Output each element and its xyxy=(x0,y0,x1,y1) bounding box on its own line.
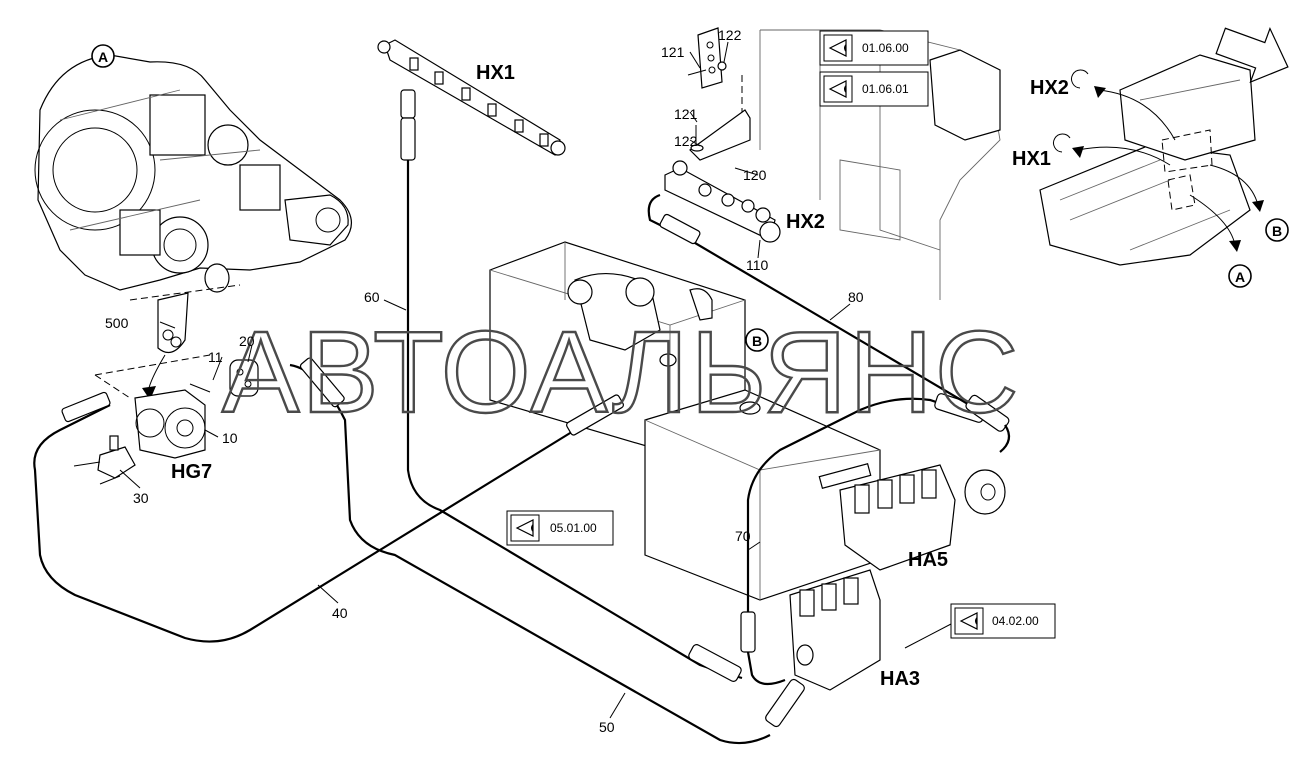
part-label-500: 500 xyxy=(105,315,129,331)
reference-box-01-06-00[interactable]: 01.06.00 xyxy=(819,30,929,66)
hose-60 xyxy=(400,89,743,682)
label-hg7: HG7 xyxy=(171,461,212,483)
part-label-121-mid: 121 xyxy=(674,106,698,122)
overview-label-hx2: HX2 xyxy=(1030,77,1069,99)
part-label-50: 50 xyxy=(599,719,615,735)
leader-lines xyxy=(119,41,952,719)
part-label-110: 110 xyxy=(746,257,769,273)
callout-a-overview: A xyxy=(1228,264,1252,288)
overview-label-hx1: HX1 xyxy=(1012,148,1051,170)
hose-50 xyxy=(289,357,805,745)
label-hx1: HX1 xyxy=(476,62,515,84)
bracket-120 xyxy=(689,75,751,161)
svg-text:01.06.01: 01.06.01 xyxy=(862,82,909,96)
part-label-30: 30 xyxy=(133,490,149,506)
part-label-122-mid: 122 xyxy=(674,133,698,149)
callout-a-top: A xyxy=(91,44,115,68)
gasket-500 xyxy=(157,292,189,354)
reference-box-04-02-00[interactable]: 04.02.00 xyxy=(950,603,1056,639)
part-label-80: 80 xyxy=(848,289,864,305)
svg-text:B: B xyxy=(752,333,762,349)
pump-hg7 xyxy=(134,359,259,459)
hose-40 xyxy=(33,391,624,643)
label-ha5: HA5 xyxy=(908,549,948,571)
bolt-11 xyxy=(189,383,211,393)
manifold-hx1 xyxy=(377,39,566,156)
bracket-30 xyxy=(73,435,136,485)
transmission-assembly xyxy=(34,54,352,293)
svg-text:04.02.00: 04.02.00 xyxy=(992,614,1039,628)
part-label-121-top: 121 xyxy=(661,44,685,60)
svg-text:01.06.00: 01.06.00 xyxy=(862,41,909,55)
part-label-120: 120 xyxy=(743,167,767,183)
part-label-40: 40 xyxy=(332,605,348,621)
callout-b-overview: B xyxy=(1265,218,1289,242)
part-label-70: 70 xyxy=(735,528,751,544)
part-label-20: 20 xyxy=(239,333,255,349)
watermark-text: АВТОАЛЬЯНС xyxy=(222,307,1021,437)
hydraulic-tank xyxy=(489,241,881,601)
hose-70 xyxy=(740,393,986,686)
svg-text:A: A xyxy=(1235,269,1245,285)
callout-b-center: B xyxy=(745,328,769,352)
machine-overview xyxy=(1039,26,1289,266)
part-label-11: 11 xyxy=(208,349,223,365)
manifold-hx2 xyxy=(664,160,781,243)
part-label-10: 10 xyxy=(222,430,238,446)
reference-box-01-06-01[interactable]: 01.06.01 xyxy=(819,71,929,107)
svg-text:B: B xyxy=(1272,223,1282,239)
hose-80 xyxy=(647,193,1011,453)
plate-121 xyxy=(687,27,727,89)
part-label-122-top: 122 xyxy=(718,27,742,43)
label-hx2: HX2 xyxy=(786,211,825,233)
valve-block-ha3 xyxy=(789,569,881,691)
svg-text:A: A xyxy=(98,49,108,65)
svg-text:05.01.00: 05.01.00 xyxy=(550,521,597,535)
reference-box-05-01-00[interactable]: 05.01.00 xyxy=(506,510,614,546)
machine-frame xyxy=(759,29,1001,300)
label-ha3: HA3 xyxy=(880,668,920,690)
valve-block-ha5 xyxy=(839,464,1006,571)
part-label-60: 60 xyxy=(364,289,380,305)
